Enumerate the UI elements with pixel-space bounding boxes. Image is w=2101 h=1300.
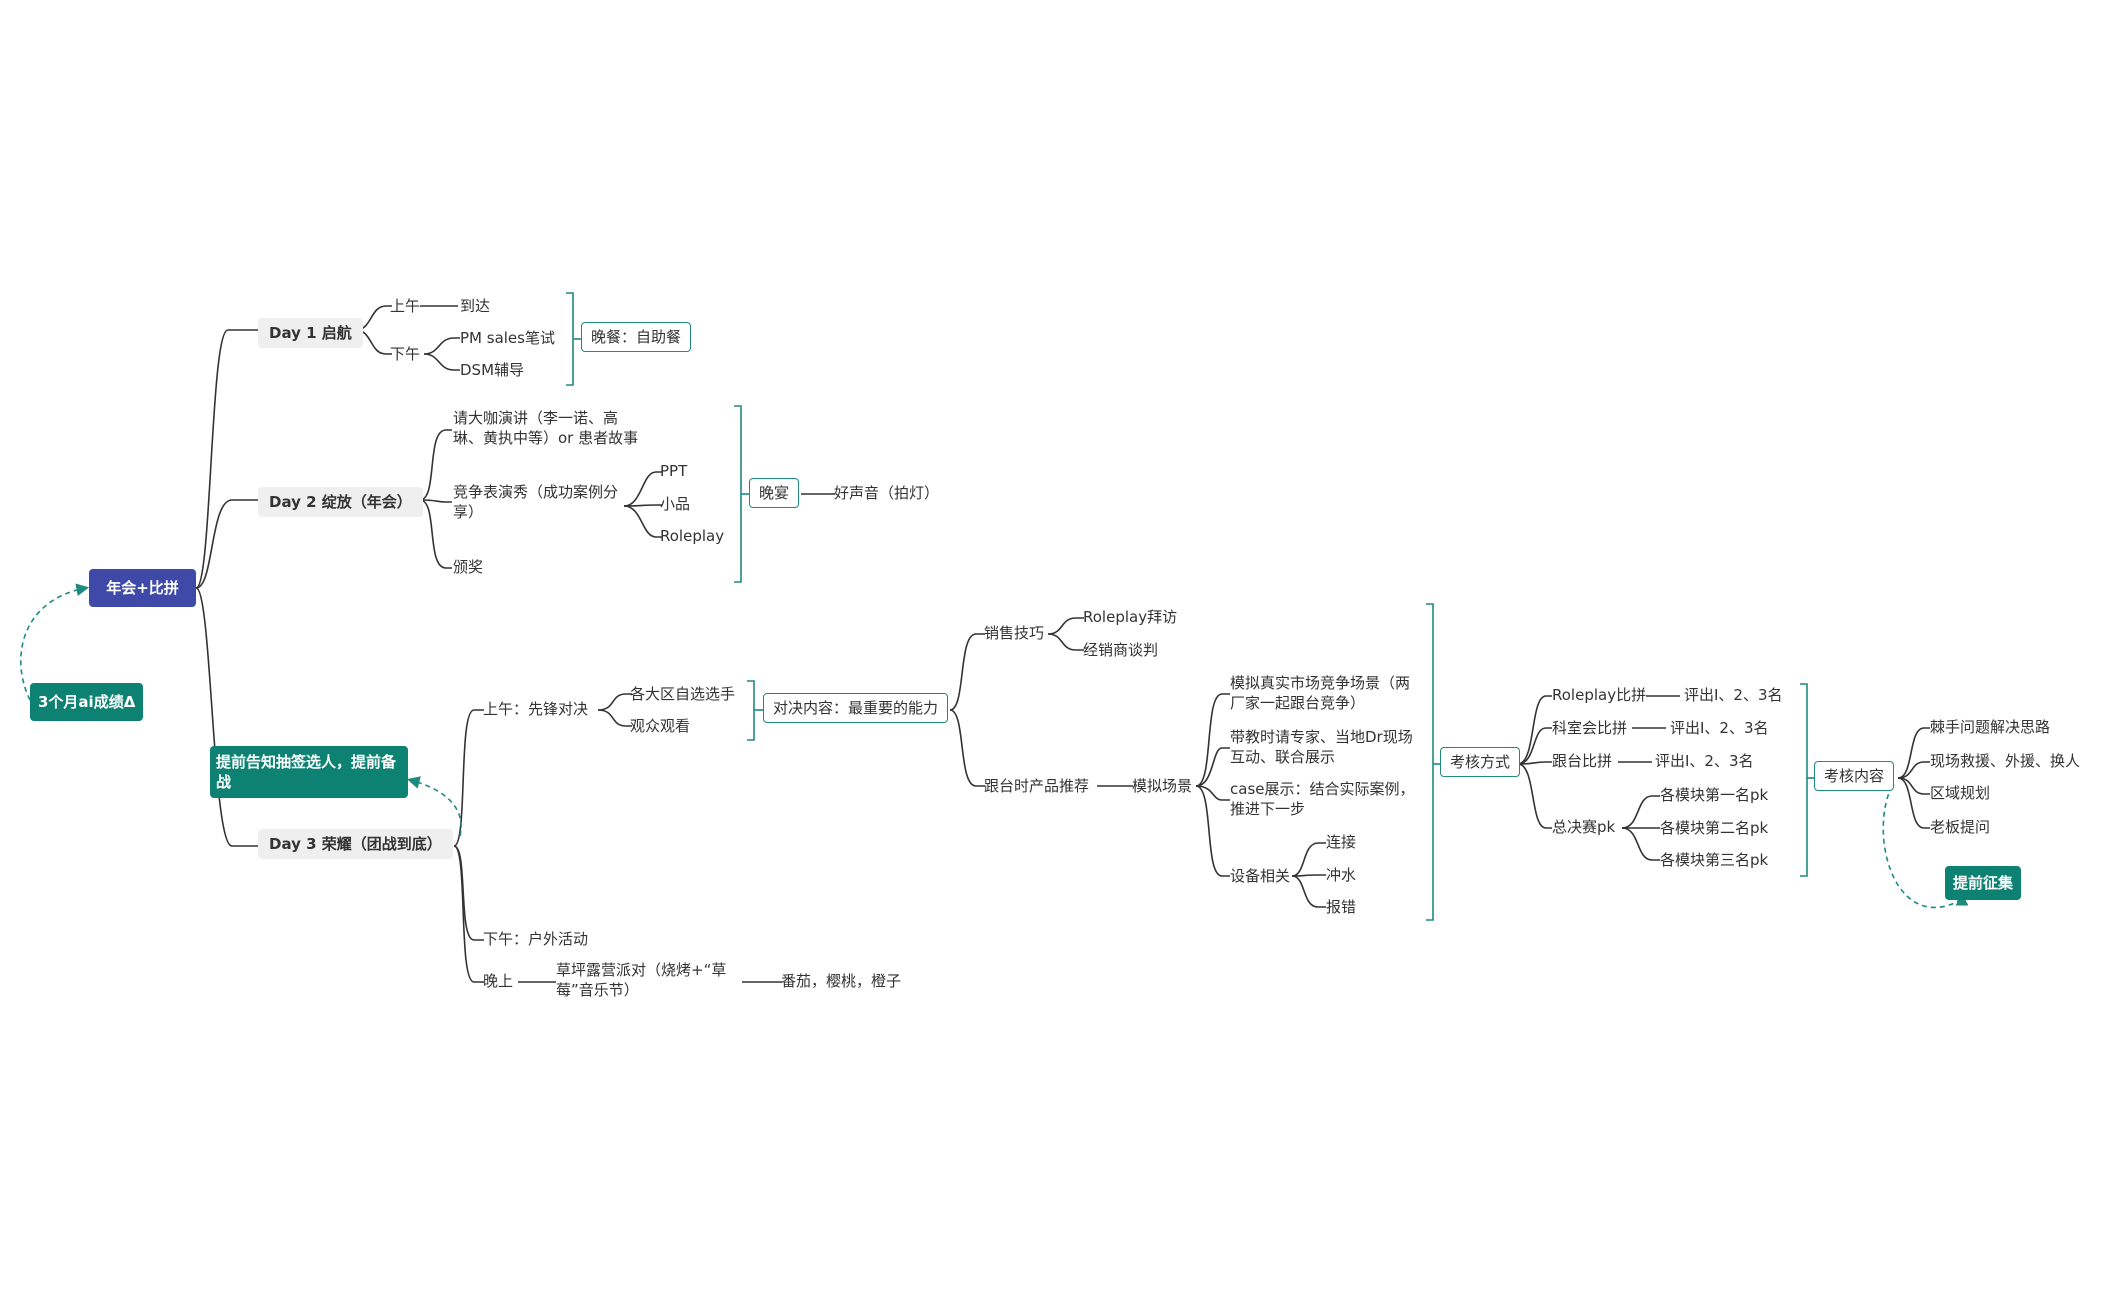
assess-follow[interactable]: 跟台比拼 bbox=[1552, 752, 1613, 770]
day1-afternoon[interactable]: 下午 bbox=[390, 345, 421, 363]
day3-afternoon[interactable]: 下午：户外活动 bbox=[483, 930, 589, 948]
day3-fruits[interactable]: 番茄，樱桃，橙子 bbox=[781, 972, 902, 990]
content-rescue[interactable]: 现场救援、外援、换人 bbox=[1930, 752, 2081, 770]
day3-duel-content[interactable]: 对决内容：最重要的能力 bbox=[763, 693, 949, 723]
assess-dept-meeting[interactable]: 科室会比拼 bbox=[1552, 719, 1628, 737]
final-second[interactable]: 各模块第二名pk bbox=[1660, 819, 1769, 837]
assess-dept-meeting-result[interactable]: 评出Ⅰ、2、3名 bbox=[1670, 719, 1769, 737]
day3-roleplay-visit[interactable]: Roleplay拜访 bbox=[1083, 608, 1178, 626]
day2-topic[interactable]: Day 2 绽放（年会） bbox=[258, 487, 423, 517]
day2-show[interactable]: 竞争表演秀（成功案例分享） bbox=[453, 483, 619, 521]
day3-device-error[interactable]: 报错 bbox=[1326, 898, 1357, 916]
day2-ppt[interactable]: PPT bbox=[660, 462, 688, 480]
day3-sim-competition[interactable]: 模拟真实市场竞争场景（两厂家一起跟台竞争） bbox=[1230, 674, 1411, 712]
day1-topic[interactable]: Day 1 启航 bbox=[258, 318, 363, 348]
day1-dsm[interactable]: DSM辅导 bbox=[460, 361, 525, 379]
assess-follow-result[interactable]: 评出Ⅰ、2、3名 bbox=[1655, 752, 1754, 770]
final-third[interactable]: 各模块第三名pk bbox=[1660, 851, 1769, 869]
day2-award[interactable]: 颁奖 bbox=[453, 558, 484, 576]
day3-audience[interactable]: 观众观看 bbox=[630, 717, 691, 735]
day3-assess-method[interactable]: 考核方式 bbox=[1440, 747, 1521, 777]
day1-dinner[interactable]: 晚餐：自助餐 bbox=[581, 322, 692, 352]
day3-sim-expert[interactable]: 带教时请专家、当地Dr现场互动、联合展示 bbox=[1230, 728, 1413, 766]
day3-advance-notice[interactable]: 提前告知抽签选人，提前备战 bbox=[210, 746, 408, 798]
day3-topic[interactable]: Day 3 荣耀（团战到底） bbox=[258, 829, 453, 859]
floating-topic-ai-score[interactable]: 3个月ai成绩Δ bbox=[30, 683, 144, 721]
day3-device[interactable]: 设备相关 bbox=[1230, 867, 1291, 885]
day3-simulation[interactable]: 模拟场景 bbox=[1132, 777, 1193, 795]
day3-sim-case[interactable]: case展示：结合实际案例，推进下一步 bbox=[1230, 780, 1415, 818]
day3-device-flush[interactable]: 冲水 bbox=[1326, 866, 1357, 884]
day3-sales-skill[interactable]: 销售技巧 bbox=[984, 624, 1045, 642]
day3-evening[interactable]: 晚上 bbox=[483, 972, 514, 990]
collect-in-advance[interactable]: 提前征集 bbox=[1945, 866, 2022, 900]
day2-banquet[interactable]: 晚宴 bbox=[749, 478, 800, 508]
content-boss-questions[interactable]: 老板提问 bbox=[1930, 818, 1991, 836]
day3-dealer-negotiation[interactable]: 经销商谈判 bbox=[1083, 641, 1159, 659]
day1-pm-sales[interactable]: PM sales笔试 bbox=[460, 329, 555, 347]
day1-arrive[interactable]: 到达 bbox=[460, 297, 491, 315]
day2-skit[interactable]: 小品 bbox=[660, 495, 691, 513]
day3-party[interactable]: 草坪露营派对（烧烤+“草莓”音乐节） bbox=[556, 961, 727, 999]
assess-final[interactable]: 总决赛pk bbox=[1552, 818, 1616, 836]
day3-regions[interactable]: 各大区自选选手 bbox=[630, 685, 736, 703]
assess-roleplay-result[interactable]: 评出Ⅰ、2、3名 bbox=[1684, 686, 1783, 704]
final-first[interactable]: 各模块第一名pk bbox=[1660, 786, 1769, 804]
day2-good-voice[interactable]: 好声音（拍灯） bbox=[834, 484, 940, 502]
day1-morning[interactable]: 上午 bbox=[390, 297, 421, 315]
content-regional-planning[interactable]: 区域规划 bbox=[1930, 784, 1991, 802]
day3-follow-recommend[interactable]: 跟台时产品推荐 bbox=[984, 777, 1090, 795]
assess-roleplay[interactable]: Roleplay比拼 bbox=[1552, 686, 1647, 704]
day2-speech[interactable]: 请大咖演讲（李一诺、高琳、黄执中等）or 患者故事 bbox=[453, 409, 639, 447]
root-topic[interactable]: 年会+比拼 bbox=[89, 569, 196, 607]
day3-assess-content[interactable]: 考核内容 bbox=[1814, 761, 1895, 791]
day2-roleplay[interactable]: Roleplay bbox=[660, 527, 725, 545]
day3-morning[interactable]: 上午：先锋对决 bbox=[483, 700, 589, 718]
day3-device-connect[interactable]: 连接 bbox=[1326, 833, 1357, 851]
content-thorny-problems[interactable]: 棘手问题解决思路 bbox=[1930, 718, 2051, 736]
